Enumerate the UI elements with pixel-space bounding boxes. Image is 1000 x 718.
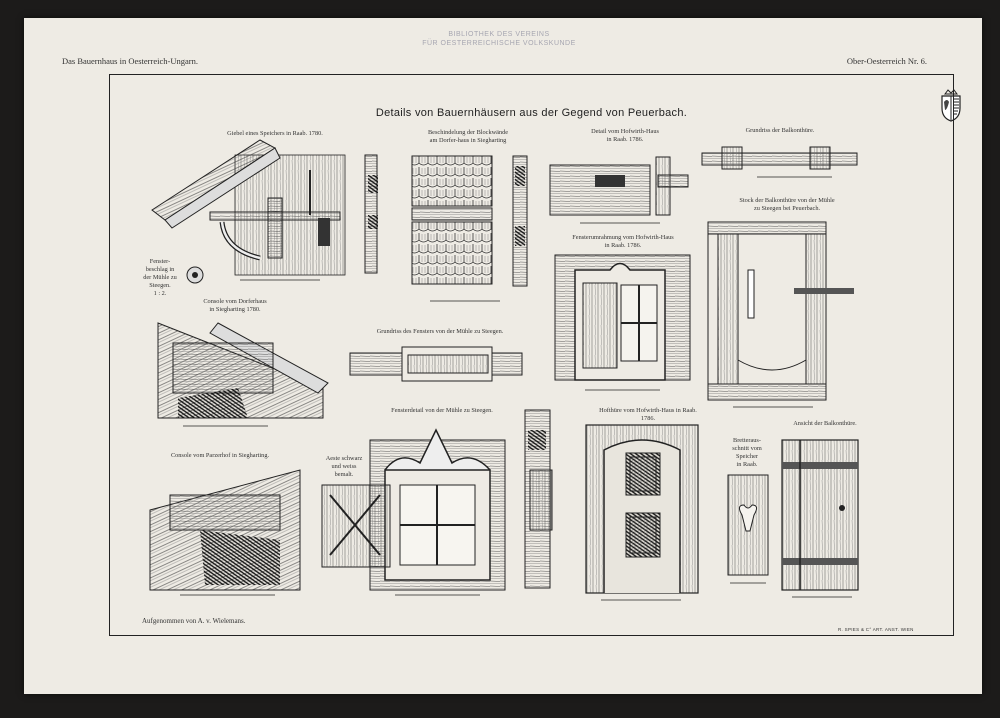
caption-fensterdetail: Fensterdetail von der Mühle zu Steegen. <box>391 407 493 414</box>
drawing-grundriss-balkon <box>701 146 858 178</box>
drawing-giebel-speicher <box>151 139 346 281</box>
caption-hofthuere: Hofthüre vom Hofwirth-Haus in Raab. 1786… <box>599 407 697 422</box>
stamp-line-1: BIBLIOTHEK DES VEREINS <box>448 31 550 38</box>
caption-fensterbeschlag: Fenster- beschlag in der Mühle zu Steege… <box>143 258 177 297</box>
plate-title: Details von Bauernhäusern aus der Gegend… <box>375 107 688 119</box>
plate-frame: Details von Bauernhäusern aus der Gegend… <box>109 74 954 636</box>
drawing-ansicht-balkon <box>781 439 859 598</box>
caption-detail-hofwirth: Detail vom Hofwirth-Haus in Raab. 1786. <box>591 128 659 143</box>
caption-beschindelung: Beschindelung der Blockwände am Dorfer-h… <box>427 129 509 144</box>
credit-line: Aufgenommen von A. v. Wielemans. <box>142 617 246 625</box>
header-series-title: Das Bauernhaus in Oesterreich-Ungarn. <box>62 56 198 66</box>
caption-bretteraus: Bretteraus- schnitt vom Speicher in Raab… <box>732 437 762 468</box>
drawing-fensterdetail-section <box>524 409 553 589</box>
drawing-detail-hofwirth <box>549 156 689 224</box>
caption-console-parzer: Console vom Parzerhof in Siegharting. <box>170 452 270 459</box>
drawing-bretterausschnitt <box>727 474 769 584</box>
caption-aeste: Aeste schwarz und weiss bemalt. <box>325 455 363 478</box>
drawing-stock-balkon <box>707 221 854 408</box>
drawing-giebel-section <box>364 154 378 274</box>
caption-stock-balkon: Stock der Balkonthüre von der Mühle zu S… <box>739 197 835 212</box>
drawing-grundriss-fenster <box>349 346 523 382</box>
drawing-hofthuere <box>585 424 699 601</box>
library-stamp: BIBLIOTHEK DES VEREINS FÜR OESTERREICHIS… <box>384 30 614 48</box>
drawing-beschindelung <box>411 155 528 302</box>
caption-grundriss-balkon: Grundriss der Balkonthüre. <box>745 127 815 134</box>
coat-of-arms-icon <box>941 89 961 122</box>
printer-mark: R. SPIES & C° ART. ANST. WIEN <box>838 627 914 632</box>
drawing-console-parzer <box>149 469 301 596</box>
drawing-fensterdetail <box>321 428 506 596</box>
caption-ansicht-balkon: Ansicht der Balkonthüre. <box>793 420 857 427</box>
drawing-fensterumrahmung <box>554 254 691 391</box>
caption-fensterumrahmung: Fensterumrahmung vom Hofwirth-Haus in Ra… <box>572 234 674 249</box>
caption-giebel: Giebel eines Speichers in Raab. 1780. <box>227 130 323 137</box>
caption-console-dorfer: Console vom Dorferhaus in Siegharting 17… <box>203 298 267 313</box>
drawing-console-dorfer <box>157 322 329 427</box>
drawing-fensterbeschlag <box>186 266 204 284</box>
caption-grundriss-fenster: Grundriss des Fensters von der Mühle zu … <box>376 328 504 335</box>
header-plate-number: Ober-Oesterreich Nr. 6. <box>846 56 927 66</box>
stamp-line-2: FÜR OESTERREICHISCHE VOLKSKUNDE <box>422 40 576 47</box>
